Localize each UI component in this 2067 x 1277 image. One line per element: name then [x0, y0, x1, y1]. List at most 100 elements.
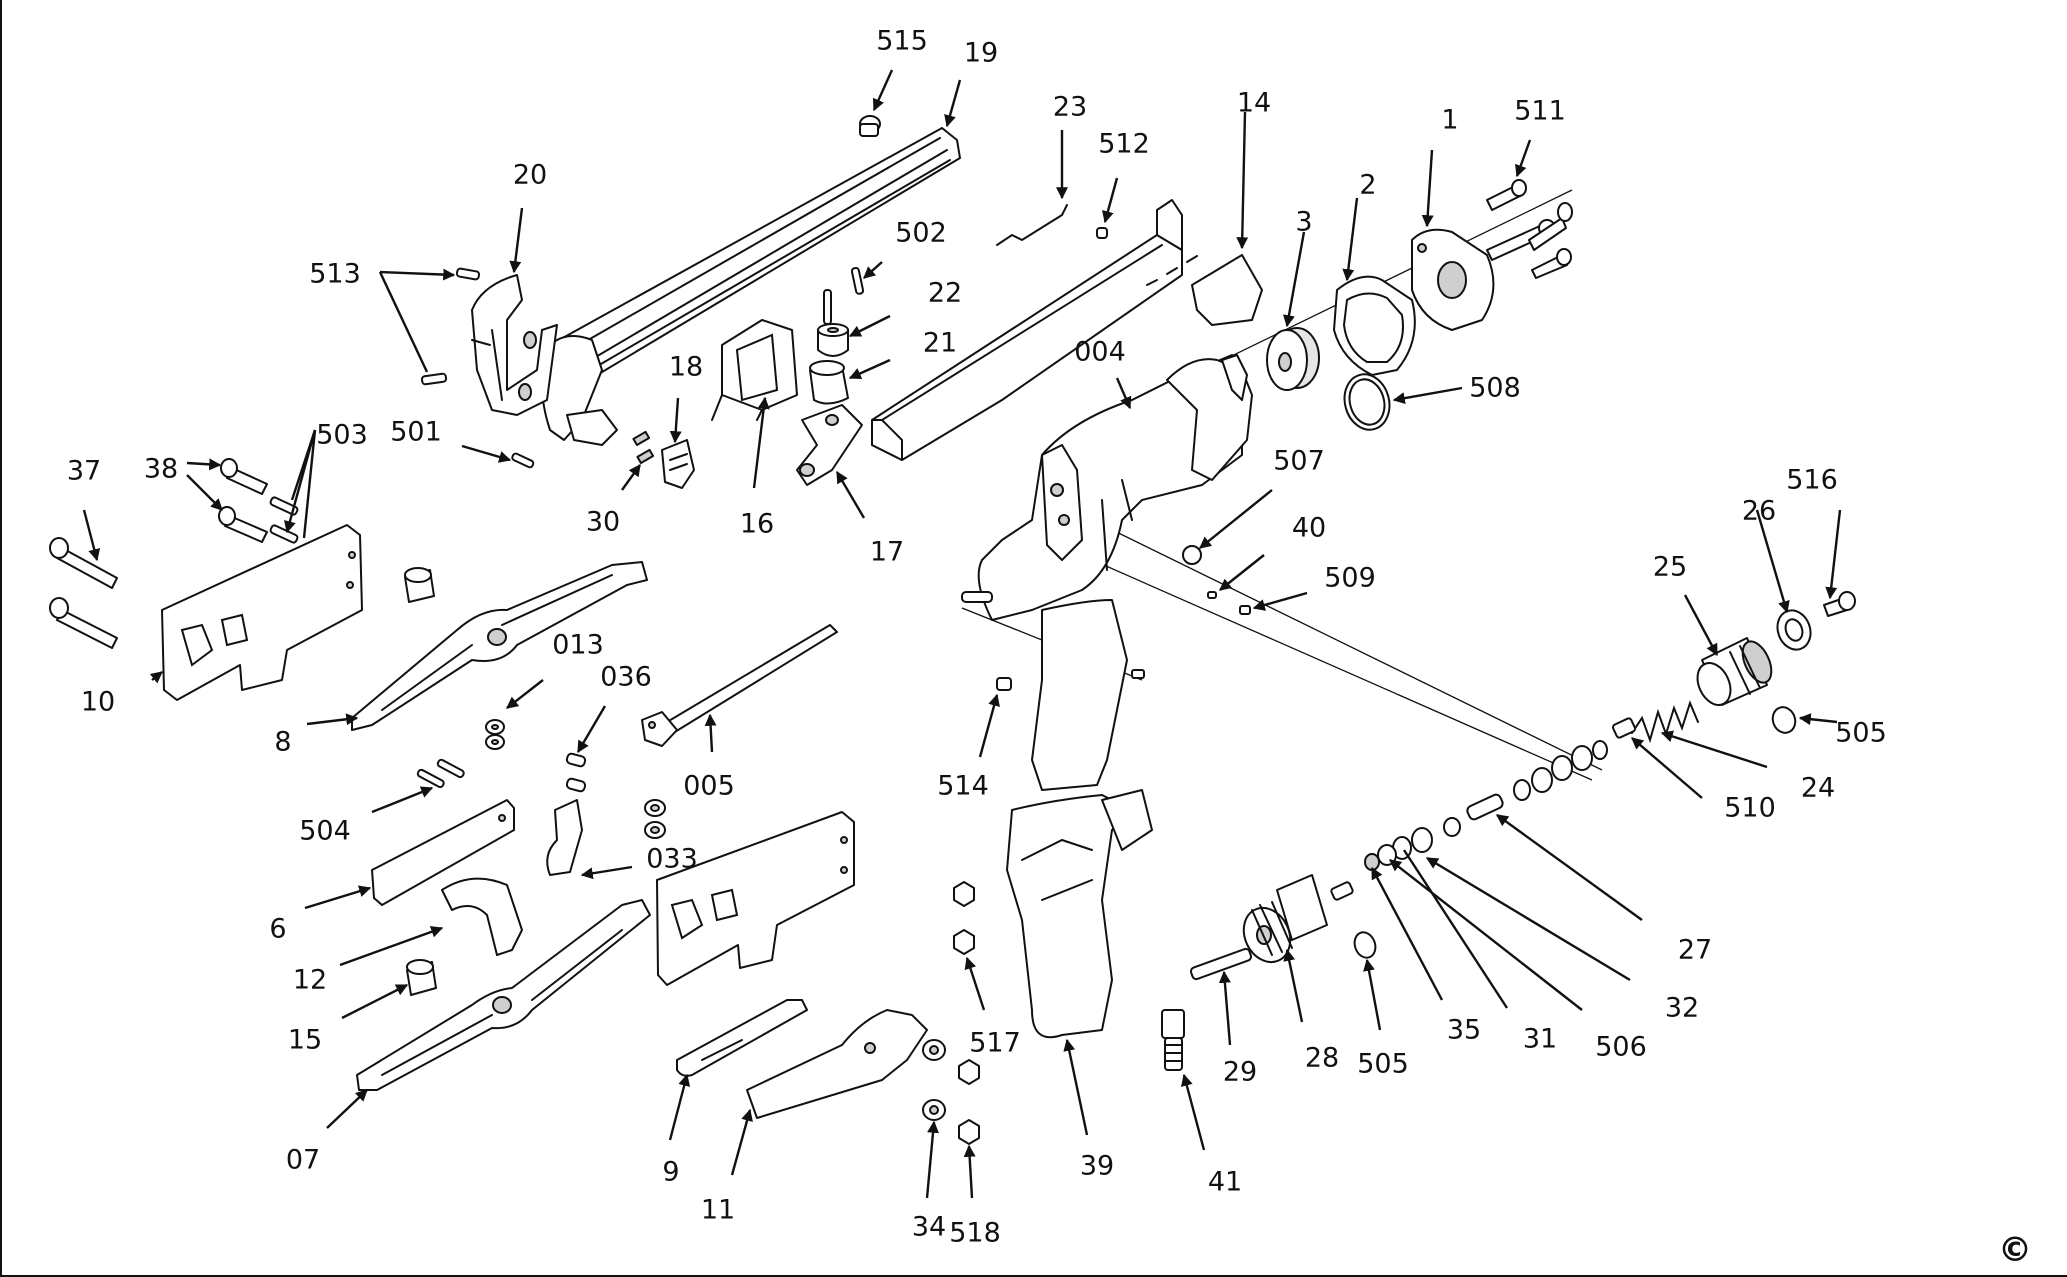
label-1: 1: [1441, 104, 1459, 136]
part-30-springs: [633, 432, 653, 463]
label-504: 504: [299, 815, 351, 847]
part-004-body: [979, 355, 1252, 620]
label-22: 22: [927, 277, 963, 309]
label-18: 18: [668, 351, 704, 383]
label-27: 27: [1677, 934, 1713, 966]
part-27-valve-stem: [1466, 793, 1505, 821]
label-41: 41: [1207, 1166, 1243, 1198]
part-29-pin: [1190, 948, 1252, 980]
part-505-oring: [1351, 929, 1379, 960]
label-37: 37: [66, 455, 102, 487]
label-512: 512: [1098, 128, 1150, 160]
part-34-washers: [923, 1040, 945, 1120]
part-9-lever: [677, 1000, 807, 1076]
part-517-nuts: [954, 882, 974, 954]
label-19: 19: [963, 37, 999, 69]
label-518: 518: [949, 1217, 1001, 1249]
label-17: 17: [869, 536, 905, 568]
leader-arrows: [84, 70, 1840, 1198]
label-3: 3: [1295, 206, 1313, 238]
label-07: 07: [285, 1144, 321, 1176]
part-513-pins: [422, 268, 480, 384]
label-036: 036: [600, 661, 652, 693]
label-506: 506: [1595, 1031, 1647, 1063]
label-509: 509: [1324, 562, 1376, 594]
part-507-washer: [1183, 546, 1201, 564]
label-26: 26: [1741, 495, 1777, 527]
part-502-pins: [824, 267, 864, 324]
label-10: 10: [80, 686, 116, 718]
label-25: 25: [1652, 551, 1688, 583]
part-013-bushings: [486, 720, 504, 749]
part-15-spacer: [407, 960, 436, 995]
part-set-screw: [1132, 670, 1144, 678]
label-6: 6: [269, 913, 287, 945]
label-033: 033: [646, 843, 698, 875]
part-510-pin: [1612, 717, 1636, 738]
label-31: 31: [1522, 1023, 1558, 1055]
label-507: 507: [1273, 445, 1325, 477]
label-14: 14: [1236, 87, 1272, 119]
label-8: 8: [274, 726, 292, 758]
part-20-bracket: [472, 275, 557, 415]
part-8-lever: [352, 562, 647, 730]
label-23: 23: [1052, 91, 1088, 123]
label-24: 24: [1800, 772, 1836, 804]
part-22-21-bushings: [810, 324, 848, 404]
part-16-cage: [712, 320, 797, 420]
label-21: 21: [922, 327, 958, 359]
label-505-right: 505: [1835, 717, 1887, 749]
part-1-cap: [1412, 230, 1493, 330]
part-501-pin: [511, 453, 534, 469]
part-511-screws: [1487, 180, 1572, 278]
part-spacer: [405, 568, 434, 602]
label-502: 502: [895, 217, 947, 249]
label-12: 12: [292, 964, 328, 996]
label-16: 16: [739, 508, 775, 540]
label-005: 005: [683, 770, 735, 802]
part-033-washers: [645, 800, 665, 838]
label-32: 32: [1664, 992, 1700, 1024]
part-505-oring-right: [1769, 704, 1799, 736]
label-38: 38: [143, 453, 179, 485]
part-18-latch: [662, 440, 694, 488]
part-514-screw: [997, 678, 1011, 690]
part-40-pin: [1208, 592, 1216, 598]
part-25-cylinder: [1691, 637, 1777, 710]
part-28-handwheel: [1235, 875, 1327, 970]
label-501: 501: [390, 416, 442, 448]
label-013: 013: [552, 629, 604, 661]
label-9: 9: [662, 1156, 680, 1188]
part-28-pin: [1330, 881, 1353, 900]
label-11: 11: [700, 1194, 736, 1226]
part-38-bolts: [219, 459, 267, 542]
label-2: 2: [1359, 169, 1377, 201]
part-512-screw: [1097, 228, 1107, 238]
label-39: 39: [1079, 1150, 1115, 1182]
label-40: 40: [1291, 512, 1327, 544]
label-508: 508: [1469, 372, 1521, 404]
label-35: 35: [1446, 1014, 1482, 1046]
label-517: 517: [969, 1027, 1021, 1059]
part-509-screw: [1240, 606, 1250, 614]
label-20: 20: [512, 159, 548, 191]
part-17-hinge: [797, 405, 862, 485]
label-28: 28: [1304, 1042, 1340, 1074]
part-stack-seals-upper: [1514, 741, 1607, 800]
label-004: 004: [1074, 336, 1126, 368]
part-515-pin: [860, 116, 880, 136]
part-518-nuts: [959, 1060, 979, 1144]
label-515: 515: [876, 25, 928, 57]
label-511: 511: [1514, 95, 1566, 127]
label-34: 34: [911, 1211, 947, 1243]
part-005-rod: [642, 625, 837, 746]
label-30: 30: [585, 506, 621, 538]
part-grip: [1007, 600, 1152, 1037]
label-514: 514: [937, 770, 989, 802]
part-11-link: [747, 1010, 927, 1118]
label-505: 505: [1357, 1048, 1409, 1080]
part-504-pins: [417, 759, 465, 788]
label-510: 510: [1724, 792, 1776, 824]
